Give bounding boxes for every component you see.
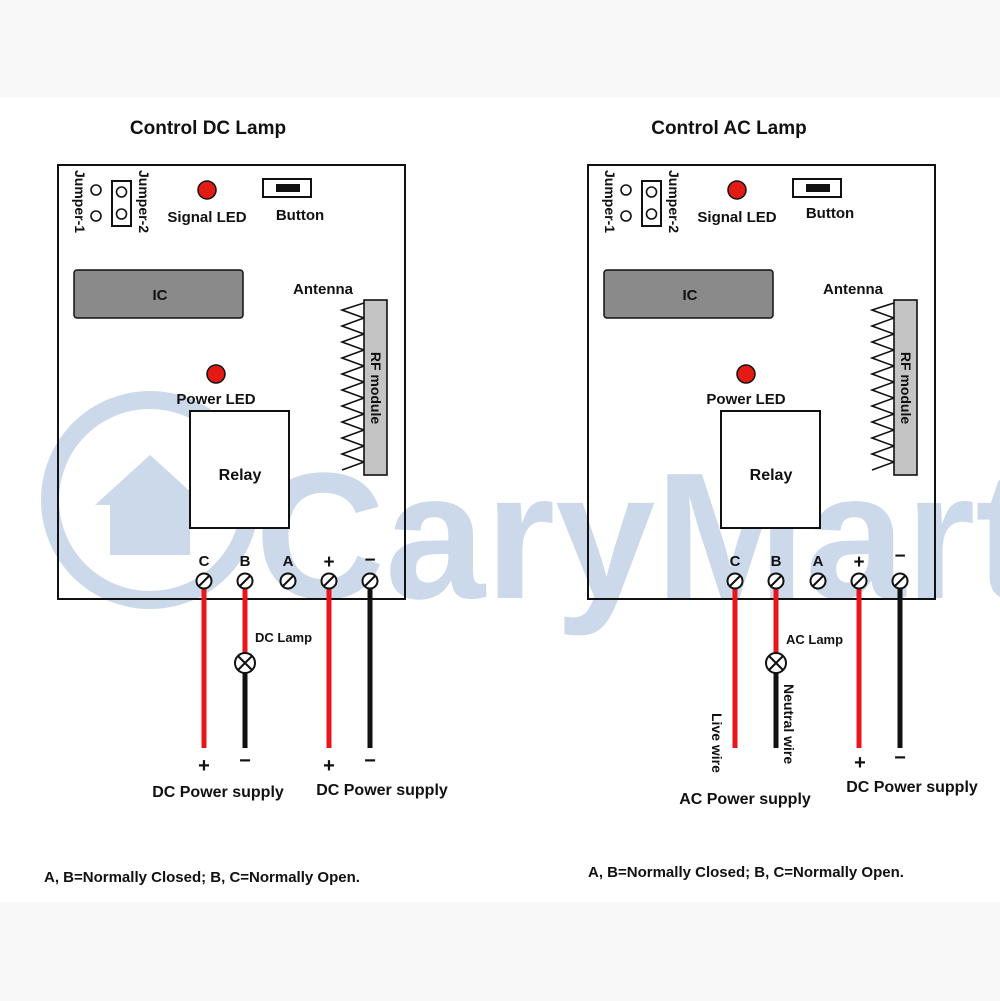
left-relay-label: Relay [219,467,262,484]
left-board [57,164,406,600]
lamp-cross-b [237,655,253,671]
left-supply2-plus: + [323,755,335,777]
jumper2-pin-top [115,186,128,198]
left-terminal-screws [195,572,379,590]
right-supply-minus: − [894,747,906,769]
left-jumper2-label: Jumper-2 [136,170,152,233]
lamp-cross-b [768,655,784,671]
screw-slot [282,575,294,587]
screw-slot [812,575,824,587]
right-jumper2-label: Jumper-2 [666,170,682,233]
right-panel: Control AC Lamp Jumper-1 Jumper-2 Signal… [587,118,978,881]
screw-slot [894,575,906,587]
left-supply-right-label: DC Power supply [316,782,448,799]
power-led [736,364,756,384]
left-panel: Control DC Lamp Jumper-1 Jumper-2 Signal… [44,118,448,886]
signal-led [197,180,217,200]
jumper2-block[interactable] [641,180,662,227]
left-signal-led-label: Signal LED [167,209,246,226]
left-lamp-label: DC Lamp [255,630,312,645]
right-supply-right-label: DC Power supply [846,779,978,796]
right-terminal-label-minus: − [894,546,905,567]
right-live-wire-label: Live wire [709,713,725,773]
button-slider [276,184,300,192]
screw-slot [323,575,335,587]
left-power-led-label: Power LED [176,391,255,408]
screw-slot [729,575,741,587]
jumper1-pin-top [620,184,632,196]
screw-slot [239,575,251,587]
screw-slot [853,575,865,587]
right-supply-left-label: AC Power supply [679,791,811,808]
rf-module [893,299,918,476]
screw-slot [364,575,376,587]
left-antenna-label: Antenna [293,281,354,298]
right-board [587,164,936,600]
right-terminal-screws [726,572,909,590]
right-power-led-label: Power LED [706,391,785,408]
left-title: Control DC Lamp [130,118,286,139]
right-title: Control AC Lamp [651,118,807,139]
jumper2-pin-top [645,186,658,198]
right-jumper1-label: Jumper-1 [602,170,618,233]
left-terminal-label-plus: + [323,552,334,573]
right-terminal-label-a: A [813,553,824,570]
jumper1-pin-bottom [90,210,102,222]
ic-chip [603,269,774,319]
right-terminal-label-c: C [730,553,741,570]
left-note: A, B=Normally Closed; B, C=Normally Open… [44,869,360,886]
right-rf-module-label: RF module [898,352,914,425]
right-signal-led-label: Signal LED [697,209,776,226]
rf-module [363,299,388,476]
jumper2-block[interactable] [111,180,132,227]
jumper1-pin-top [90,184,102,196]
screw-slot [770,575,782,587]
power-led [206,364,226,384]
left-terminal-label-b: B [240,553,251,570]
right-terminal-label-plus: + [853,552,864,573]
left-jumper1-label: Jumper-1 [72,170,88,233]
right-antenna-label: Antenna [823,281,884,298]
relay [720,410,821,529]
right-lamp-label: AC Lamp [786,632,843,647]
jumper2-pin-bottom [115,208,128,220]
left-terminal-label-a: A [283,553,294,570]
right-ic-label: IC [683,287,698,304]
left-supply1-plus: + [198,755,210,777]
left-supply-left-label: DC Power supply [152,784,284,801]
ic-chip [73,269,244,319]
antenna-coil [869,302,897,471]
left-supply2-minus: − [364,750,376,772]
right-note: A, B=Normally Closed; B, C=Normally Open… [588,864,904,881]
left-terminal-label-c: C [199,553,210,570]
jumper1-pin-bottom [620,210,632,222]
button-slider [806,184,830,192]
right-button-label: Button [806,205,854,222]
left-ic-label: IC [153,287,168,304]
signal-led [727,180,747,200]
screw-slot [198,575,210,587]
right-relay-label: Relay [750,467,793,484]
antenna-coil [339,302,367,471]
right-supply-plus: + [854,752,866,774]
left-supply1-minus: − [239,750,251,772]
right-terminal-label-b: B [771,553,782,570]
house-icon [95,455,205,555]
left-button-label: Button [276,207,324,224]
jumper2-pin-bottom [645,208,658,220]
left-terminal-label-minus: − [364,550,375,571]
left-rf-module-label: RF module [368,352,384,425]
right-neutral-wire-label: Neutral wire [781,684,797,764]
relay [189,410,290,529]
